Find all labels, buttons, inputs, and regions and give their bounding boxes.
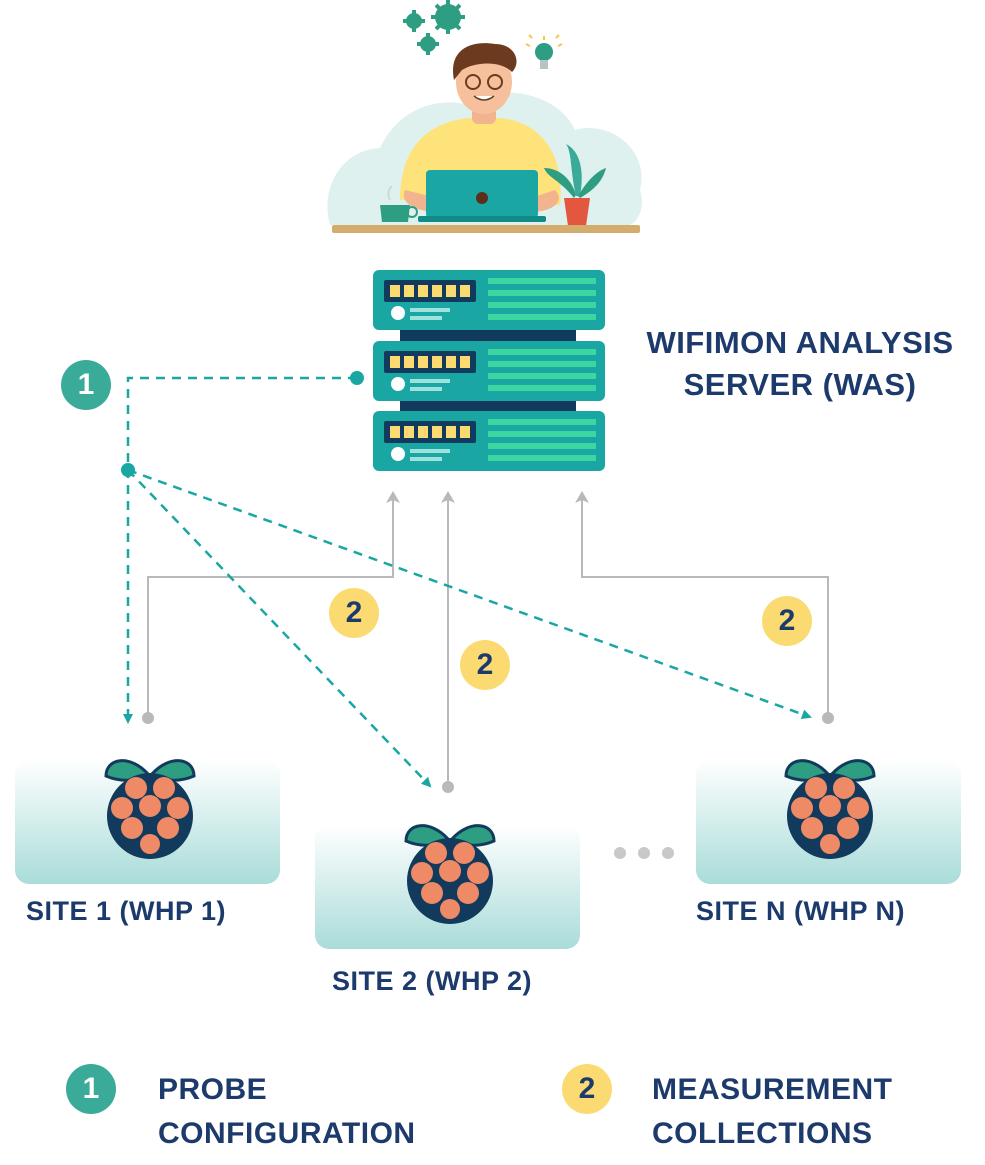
plant-icon	[544, 144, 606, 226]
server-title-line-2: SERVER (WAS)	[683, 367, 917, 402]
legend-probe-text: PROBE CONFIGURATION	[158, 1068, 416, 1156]
measurement-connectors	[147, 491, 829, 786]
measurement-badge: 2	[460, 640, 510, 690]
cup-icon	[380, 185, 418, 222]
gears-icon	[403, 0, 465, 55]
legend-measurement-badge: 2	[562, 1064, 612, 1114]
probe-badge: 1	[61, 360, 111, 410]
raspberry-pi-icon	[104, 759, 196, 859]
legend-probe-line-1: PROBE	[158, 1073, 268, 1106]
admin-illustration	[327, 0, 642, 233]
server-unit-3	[373, 411, 605, 471]
measurement-line-site-n	[575, 491, 829, 718]
lightbulb-icon	[525, 34, 563, 69]
measurement-badge: 2	[329, 588, 379, 638]
connector-dot	[822, 712, 834, 724]
server-unit-2	[373, 341, 605, 401]
legend-probe-badge: 1	[66, 1064, 116, 1114]
server-unit-1	[373, 270, 605, 330]
connector-dot	[142, 712, 154, 724]
measurement-badge: 2	[762, 596, 812, 646]
legend-measurement-text: MEASUREMENT COLLECTIONS	[652, 1068, 893, 1156]
server-stack	[373, 270, 605, 471]
probe-split-dot	[121, 463, 135, 477]
probe-config-lines	[123, 376, 812, 788]
ellipsis-icon	[614, 847, 674, 859]
probe-line-site-2	[127, 469, 432, 788]
measurement-line-site-1	[147, 491, 400, 718]
legend-measurement-line-1: MEASUREMENT	[652, 1073, 893, 1106]
site-1-label: SITE 1 (WHP 1)	[26, 896, 227, 926]
probe-line-server	[123, 376, 357, 724]
connector-dot	[442, 781, 454, 793]
legend-probe-line-2: CONFIGURATION	[158, 1117, 416, 1150]
probe-origin-dot	[350, 371, 364, 385]
raspberry-pi-icon	[784, 759, 876, 859]
site-n-label: SITE N (WHP N)	[696, 896, 905, 926]
legend-measurement-line-2: COLLECTIONS	[652, 1117, 873, 1150]
probe-line-site-n	[127, 468, 812, 719]
server-title-line-1: WIFIMON ANALYSIS	[646, 325, 954, 360]
raspberry-pi-icon	[404, 824, 496, 924]
site-2-label: SITE 2 (WHP 2)	[332, 966, 533, 996]
server-title: WIFIMON ANALYSIS SERVER (WAS)	[600, 322, 985, 406]
laptop-icon	[418, 170, 546, 222]
